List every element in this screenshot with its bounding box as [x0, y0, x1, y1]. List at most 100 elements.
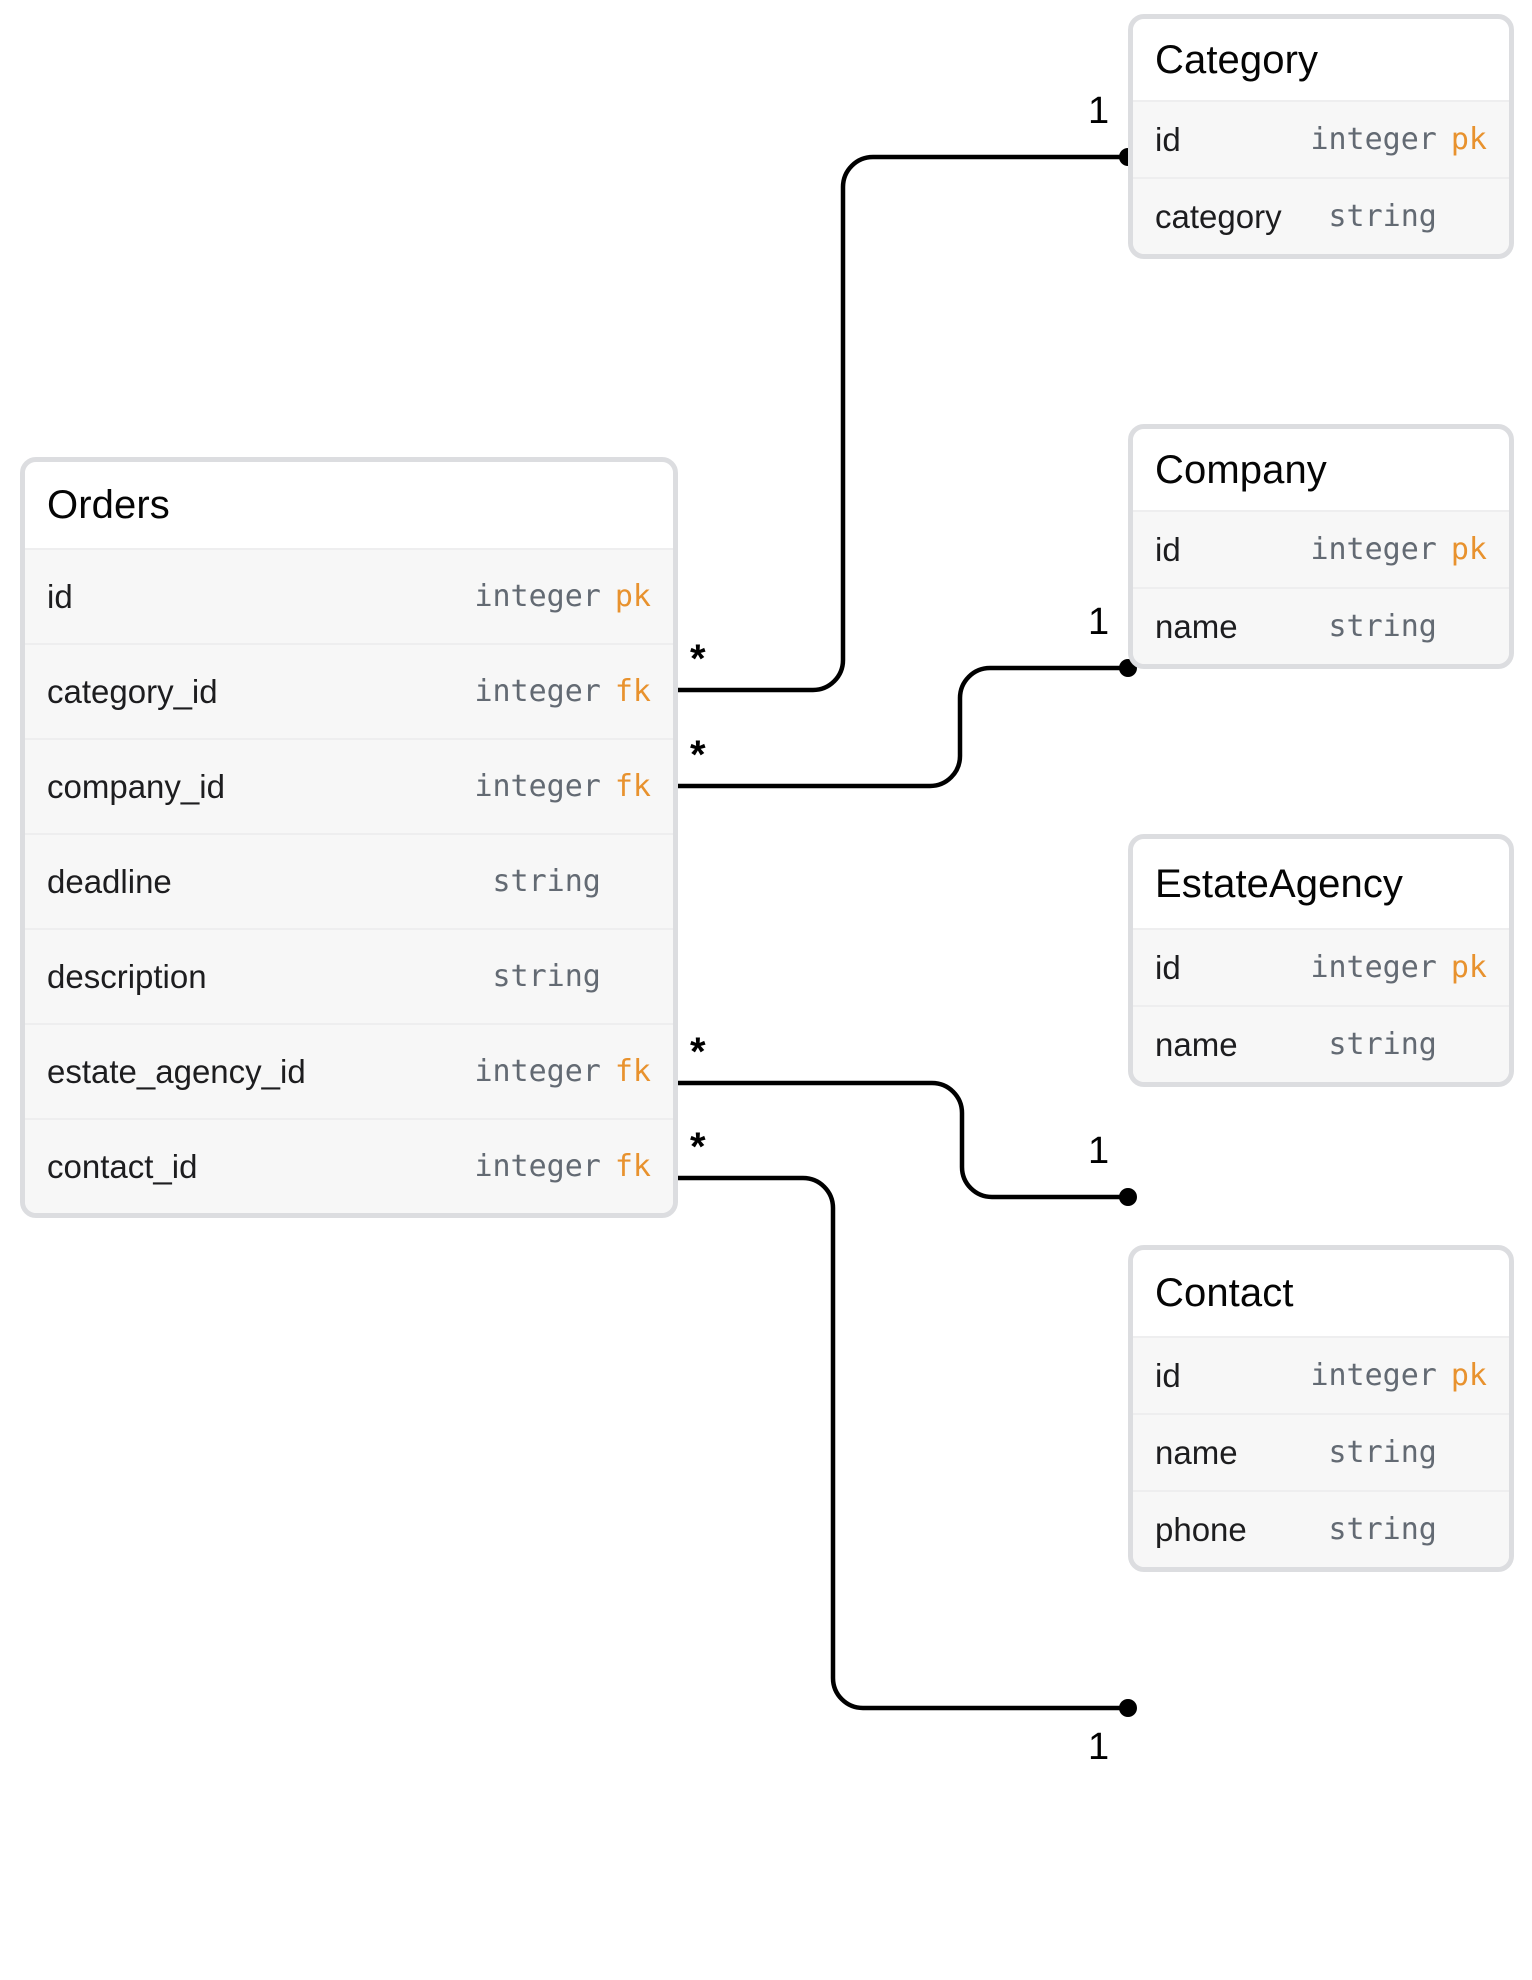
entity-table-orders[interactable]: Orders id integer pk category_id integer… — [20, 457, 678, 1218]
field-name: id — [1155, 121, 1181, 158]
field-meta: integer pk — [1310, 121, 1487, 157]
field-meta: string pk — [493, 866, 652, 897]
edge-endpoint-dot — [1119, 1188, 1137, 1206]
field-row-category-id[interactable]: id integer pk — [1133, 100, 1509, 177]
field-key-badge: pk — [615, 867, 651, 897]
entity-title: Contact — [1155, 1271, 1294, 1315]
field-name: contact_id — [47, 1148, 198, 1185]
field-name: id — [1155, 531, 1181, 568]
field-meta: integer fk — [474, 768, 651, 804]
field-row-contact-phone[interactable]: phone string pk — [1133, 1490, 1509, 1567]
field-row-company-id[interactable]: id integer pk — [1133, 510, 1509, 587]
field-type: string — [492, 958, 601, 994]
field-key-badge: pk — [615, 962, 651, 992]
field-name: description — [47, 958, 207, 995]
field-meta: string pk — [1328, 198, 1488, 234]
field-meta: integer pk — [1310, 531, 1487, 567]
field-row-orders-category-id[interactable]: category_id integer fk — [25, 643, 673, 738]
field-row-orders-deadline[interactable]: deadline string pk — [25, 833, 673, 928]
field-meta: string pk — [1328, 608, 1488, 644]
field-type: integer — [1310, 1357, 1437, 1393]
edge-orders-estate-agency — [658, 1074, 1137, 1206]
field-key-badge: pk — [1451, 1438, 1487, 1468]
cardinality-orders-contact-target: 1 — [1088, 1726, 1110, 1768]
field-type: string — [1328, 198, 1437, 234]
field-name: name — [1155, 1026, 1238, 1063]
field-type: integer — [1310, 531, 1437, 567]
field-meta: integer pk — [1310, 949, 1487, 985]
edge-endpoint-dot — [1119, 1699, 1137, 1717]
entity-header-orders: Orders — [25, 462, 673, 548]
field-type: string — [1328, 1026, 1437, 1062]
field-name: company_id — [47, 768, 225, 805]
field-key-badge: pk — [1451, 612, 1487, 642]
field-key-badge: fk — [614, 673, 651, 709]
field-row-orders-company-id[interactable]: company_id integer fk — [25, 738, 673, 833]
field-row-contact-name[interactable]: name string pk — [1133, 1413, 1509, 1490]
field-meta: integer fk — [474, 673, 651, 709]
field-key-badge: pk — [1451, 1515, 1487, 1545]
field-key-badge: fk — [614, 1148, 651, 1184]
field-row-orders-estate-agency-id[interactable]: estate_agency_id integer fk — [25, 1023, 673, 1118]
field-type: integer — [1310, 949, 1437, 985]
entity-header-contact: Contact — [1133, 1250, 1509, 1336]
field-type: integer — [474, 768, 601, 804]
entity-header-category: Category — [1133, 19, 1509, 100]
field-row-orders-contact-id[interactable]: contact_id integer fk — [25, 1118, 673, 1213]
cardinality-orders-company-target: 1 — [1088, 601, 1110, 643]
edge-orders-contact — [658, 1169, 1137, 1717]
field-meta: integer fk — [474, 1148, 651, 1184]
field-meta: string pk — [492, 958, 652, 994]
field-key-badge: pk — [1450, 1357, 1487, 1393]
edge-orders-company — [658, 659, 1137, 795]
field-meta: string pk — [1329, 1437, 1488, 1468]
entity-header-company: Company — [1133, 429, 1509, 510]
field-row-company-name[interactable]: name string pk — [1133, 587, 1509, 664]
field-meta: integer pk — [474, 578, 651, 614]
field-meta: integer pk — [1310, 1357, 1487, 1393]
entity-header-estate-agency: EstateAgency — [1133, 839, 1509, 928]
field-key-badge: pk — [1451, 202, 1487, 232]
field-meta: string pk — [1328, 1026, 1488, 1062]
cardinality-orders-contact-source: * — [690, 1125, 706, 1169]
entity-table-contact[interactable]: Contact id integer pk name string pk pho… — [1128, 1245, 1514, 1572]
field-key-badge: pk — [1451, 1030, 1487, 1060]
edge-orders-category — [658, 148, 1137, 699]
cardinality-orders-category-source: * — [690, 637, 706, 681]
entity-title: Company — [1155, 447, 1327, 492]
field-key-badge: pk — [1450, 531, 1487, 567]
field-name: estate_agency_id — [47, 1053, 306, 1090]
field-type: integer — [474, 673, 601, 709]
field-name: id — [47, 578, 73, 615]
field-type: string — [1328, 608, 1437, 644]
field-name: id — [1155, 949, 1181, 986]
field-key-badge: pk — [1450, 949, 1487, 985]
entity-title: Orders — [47, 483, 170, 527]
field-row-orders-description[interactable]: description string pk — [25, 928, 673, 1023]
field-meta: string pk — [1328, 1511, 1488, 1547]
field-meta: integer fk — [474, 1053, 651, 1089]
field-row-estate-agency-id[interactable]: id integer pk — [1133, 928, 1509, 1005]
field-name: category — [1155, 198, 1282, 235]
field-type: string — [1328, 1511, 1437, 1547]
entity-table-company[interactable]: Company id integer pk name string pk — [1128, 424, 1514, 669]
field-row-category-category[interactable]: category string pk — [1133, 177, 1509, 254]
field-name: name — [1155, 608, 1238, 645]
field-name: name — [1155, 1434, 1238, 1471]
field-row-contact-id[interactable]: id integer pk — [1133, 1336, 1509, 1413]
field-name: category_id — [47, 673, 218, 710]
field-type: integer — [1310, 121, 1437, 157]
field-name: id — [1155, 1357, 1181, 1394]
field-row-orders-id[interactable]: id integer pk — [25, 548, 673, 643]
entity-title: EstateAgency — [1155, 861, 1404, 906]
field-key-badge: fk — [614, 1053, 651, 1089]
field-name: deadline — [47, 863, 172, 900]
entity-table-estate-agency[interactable]: EstateAgency id integer pk name string p… — [1128, 834, 1514, 1087]
field-name: phone — [1155, 1511, 1247, 1548]
cardinality-orders-estate-agency-source: * — [690, 1030, 706, 1074]
entity-table-category[interactable]: Category id integer pk category string p… — [1128, 14, 1514, 259]
field-row-estate-agency-name[interactable]: name string pk — [1133, 1005, 1509, 1082]
field-key-badge: pk — [614, 578, 651, 614]
field-key-badge: fk — [614, 768, 651, 804]
